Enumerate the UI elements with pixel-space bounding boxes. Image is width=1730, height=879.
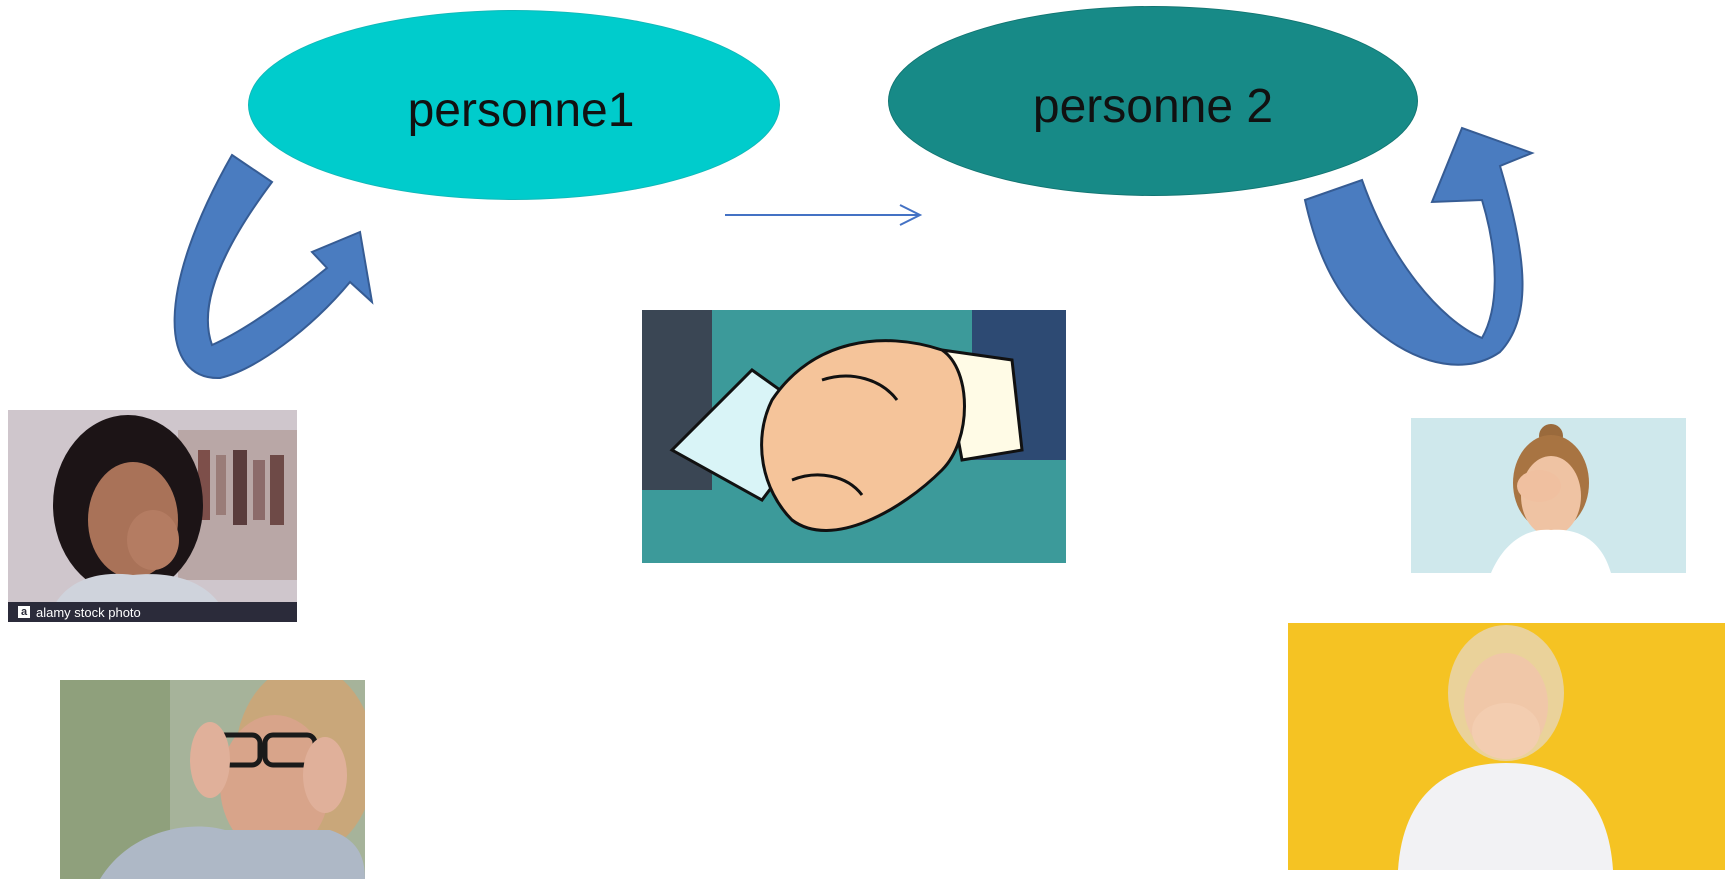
watermark-bar: a alamy stock photo (8, 602, 297, 622)
right-curved-arrow (1303, 126, 1535, 366)
surprised-woman-illustration (1288, 623, 1725, 870)
sad-woman-photo: a alamy stock photo (8, 410, 297, 622)
tired-woman-illustration (60, 680, 365, 879)
person2-node: personne 2 (888, 6, 1418, 196)
handshake-illustration (642, 310, 1066, 563)
sad-woman-illustration (8, 410, 297, 622)
person1-node: personne1 (248, 10, 780, 200)
tired-woman-photo (60, 680, 365, 879)
girl-illustration (1411, 418, 1686, 573)
left-curved-arrow (173, 153, 374, 380)
watermark-text: alamy stock photo (36, 604, 141, 620)
girl-covering-eyes-photo (1411, 418, 1686, 573)
surprised-woman-photo (1288, 623, 1725, 870)
person1-label: personne1 (407, 83, 635, 137)
handshake-image (642, 310, 1066, 563)
person2-label: personne 2 (1032, 79, 1274, 133)
alamy-logo: a (18, 606, 30, 618)
connector-arrow (725, 204, 923, 226)
